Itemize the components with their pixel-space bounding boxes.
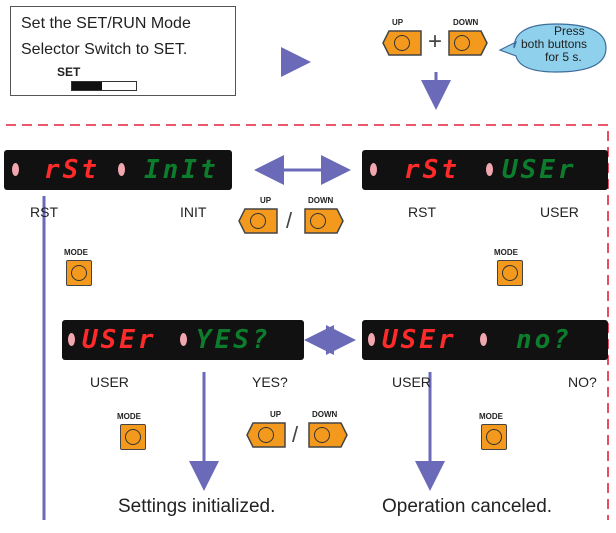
ring-icon [257,427,274,443]
result-operation-canceled: Operation canceled. [382,496,553,517]
caption-d2-right: USER [540,204,579,220]
up-button-top[interactable] [382,30,422,56]
display-rst-init-right: InIt [144,155,219,185]
instruction-line-2: Selector Switch to SET. [21,41,188,58]
indicator-led [12,163,19,176]
display-user-yes-left: USEr [82,325,157,355]
caption-d4-right: NO? [568,374,597,390]
ring-icon [125,429,141,445]
indicator-led [370,163,377,176]
callout-bubble [498,23,607,73]
display-rst-user-left: rSt [404,155,460,185]
caption-d4-left: USER [392,374,431,390]
down-label-lower: DOWN [312,410,338,419]
up-label-top: UP [392,18,404,27]
slash-separator-lower: / [292,422,299,447]
down-label-top: DOWN [453,18,479,27]
indicator-led [180,333,187,346]
mode-label-lower-right: MODE [479,412,503,421]
indicator-led [480,333,487,346]
mode-button-lower-left[interactable] [120,424,146,450]
ring-icon [314,427,331,443]
ring-icon [249,213,266,229]
up-label-lower: UP [270,410,282,419]
callout-line-2: both buttons [521,37,588,51]
instruction-box: Set the SET/RUN Mode Selector Switch to … [10,6,236,96]
instruction-line-1: Set the SET/RUN Mode [21,15,191,32]
display-user-yes: USEr YES? [62,320,304,360]
ring-icon [71,265,87,281]
display-rst-user-right: USEr [502,155,577,185]
ring-icon [486,429,502,445]
ring-icon [502,265,518,281]
display-rst-init: rSt InIt [4,150,232,190]
mode-button-left[interactable] [66,260,92,286]
display-user-no: USEr no? [362,320,608,360]
down-button-top[interactable] [448,30,488,56]
caption-d1-right: INIT [180,204,207,220]
up-button-lower[interactable] [246,422,286,448]
indicator-led [68,333,75,346]
mode-label-left: MODE [64,248,88,257]
down-button-lower[interactable] [308,422,348,448]
ring-icon [454,35,471,51]
mode-button-right[interactable] [497,260,523,286]
down-label-middle: DOWN [308,196,334,205]
display-user-no-right: no? [516,325,572,355]
callout-line-3: for 5 s. [545,50,582,64]
mode-label-right: MODE [494,248,518,257]
mode-label-lower-left: MODE [117,412,141,421]
plus-sign: + [428,28,443,55]
caption-d2-left: RST [408,204,436,220]
display-rst-init-left: rSt [44,155,100,185]
ring-icon [310,213,327,229]
indicator-led [486,163,493,176]
indicator-led [368,333,375,346]
display-rst-user: rSt USEr [362,150,608,190]
display-user-no-left: USEr [382,325,457,355]
mode-selector-switch [71,81,137,91]
ring-icon [393,35,410,51]
caption-d3-left: USER [90,374,129,390]
result-settings-initialized: Settings initialized. [118,496,276,517]
caption-d1-left: RST [30,204,58,220]
up-label-middle: UP [260,196,272,205]
display-user-yes-right: YES? [196,325,271,355]
callout-line-1: Press [554,24,585,38]
slash-separator: / [286,208,293,233]
mode-button-lower-right[interactable] [481,424,507,450]
up-button-middle[interactable] [238,208,278,234]
down-button-middle[interactable] [304,208,344,234]
caption-d3-right: YES? [252,374,288,390]
switch-set-label: SET [57,65,81,79]
indicator-led [118,163,125,176]
